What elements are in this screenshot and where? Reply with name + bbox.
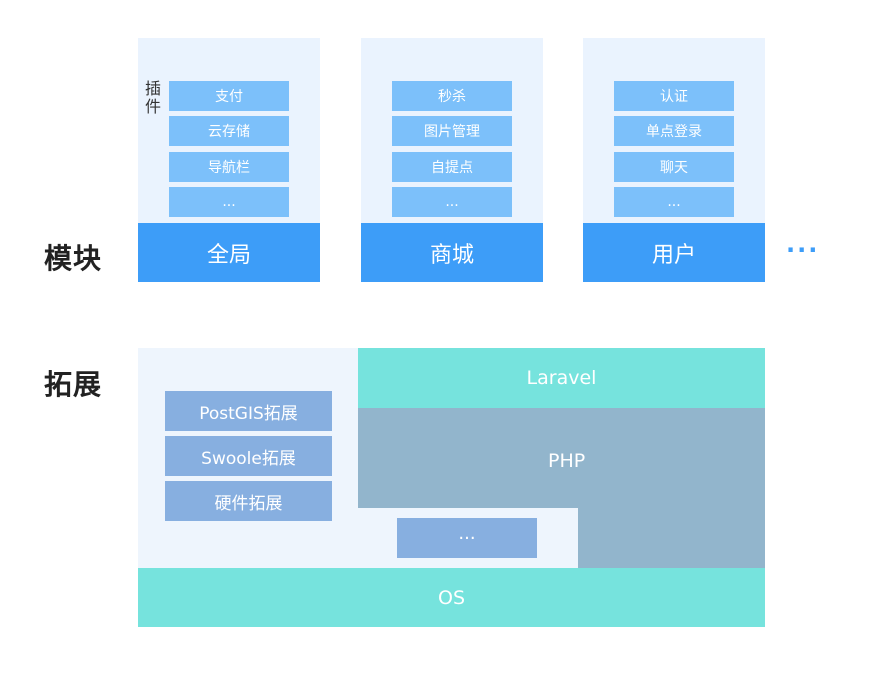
module-base-user: 用户 [583, 223, 765, 282]
extension-item: PostGIS拓展 [165, 391, 332, 431]
module-mall: 秒杀 图片管理 自提点 ... 商城 [361, 38, 543, 282]
os-layer: OS [138, 568, 765, 627]
plugin-item: 自提点 [392, 152, 512, 182]
module-global: 插件 支付 云存储 导航栏 ... 全局 [138, 38, 320, 282]
more-modules-indicator: ··· [786, 236, 820, 264]
php-layer-extension [578, 506, 765, 568]
plugin-item: 秒杀 [392, 81, 512, 111]
php-label: PHP [548, 450, 586, 472]
module-base-mall: 商城 [361, 223, 543, 282]
plugin-item-more: ... [614, 187, 734, 217]
plugin-item: 聊天 [614, 152, 734, 182]
module-user: 认证 单点登录 聊天 ... 用户 [583, 38, 765, 282]
modules-section-label: 模块 [44, 242, 103, 275]
extension-item: Swoole拓展 [165, 436, 332, 476]
plugin-item: 支付 [169, 81, 289, 111]
plugin-item-more: ... [169, 187, 289, 217]
php-layer [358, 408, 765, 508]
plugin-item: 云存储 [169, 116, 289, 146]
extensions-section-label: 拓展 [44, 368, 103, 401]
plugin-item: 单点登录 [614, 116, 734, 146]
extension-item: 硬件拓展 [165, 481, 332, 521]
laravel-layer: Laravel [358, 348, 765, 408]
module-base-global: 全局 [138, 223, 320, 282]
plugin-item-more: ... [392, 187, 512, 217]
plugin-item: 导航栏 [169, 152, 289, 182]
plugin-label: 插件 [144, 79, 161, 116]
plugin-item: 图片管理 [392, 116, 512, 146]
more-extensions-box: ··· [397, 518, 537, 558]
plugin-item: 认证 [614, 81, 734, 111]
